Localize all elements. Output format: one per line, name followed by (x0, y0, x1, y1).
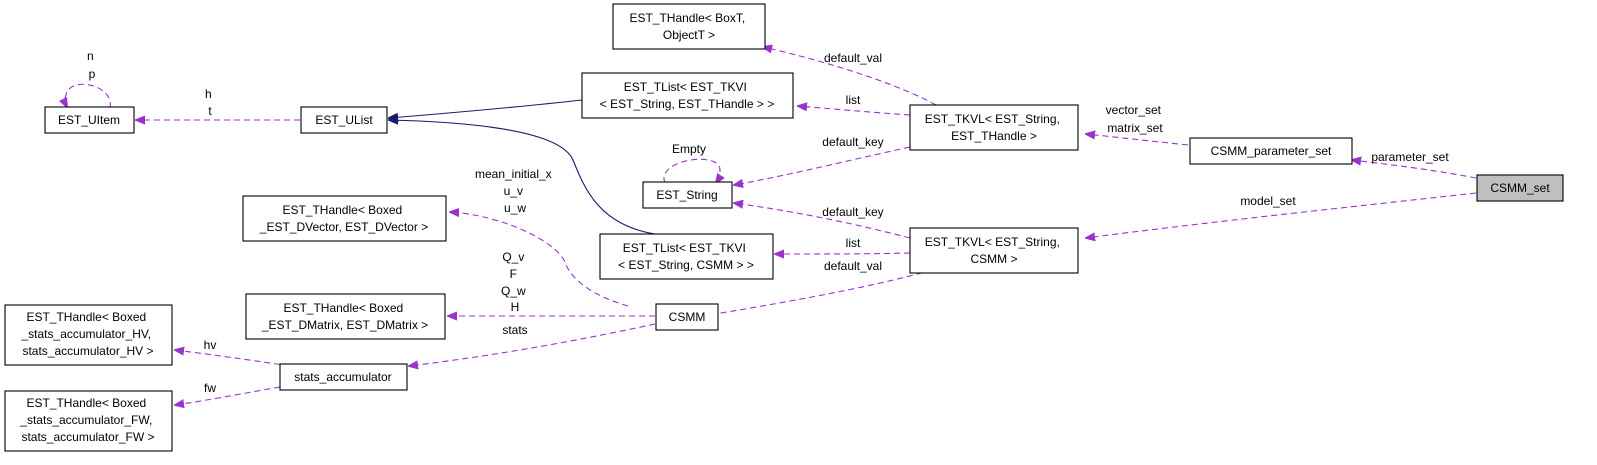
svg-text:EST_TKVL< EST_String,: EST_TKVL< EST_String, EST_THandle > (925, 112, 1063, 143)
svg-text:CSMM_set: CSMM_set (1490, 181, 1550, 195)
nodes: CSMM_set CSMM_parameter_set EST_TKVL< ES… (4, 3, 1564, 452)
edge-uitem-self (65, 83, 111, 108)
edge-label-qv-f-qw-h: Q_v F Q_w H (501, 250, 529, 314)
node-stats-accumulator[interactable]: stats_accumulator (279, 363, 408, 391)
edge-stats-fw (175, 386, 281, 405)
svg-text:EST_TList< EST_TKVI <: EST_TList< EST_TKVI < EST_String, EST_TH… (600, 80, 774, 111)
edge-label-model-set: model_set (1240, 194, 1296, 208)
node-thandle-dvector[interactable]: EST_THandle< Boxed _EST_DVector, EST_DVe… (242, 195, 447, 242)
edge-label-uitem-np: n p (87, 49, 97, 81)
edges (65, 47, 1477, 405)
svg-text:EST_THandle< Boxed _ES: EST_THandle< Boxed _EST_DMatrix, EST_DMa… (261, 301, 428, 332)
edge-inherit-tlist-csmm (389, 120, 656, 235)
node-est-uitem[interactable]: EST_UItem (44, 106, 135, 134)
svg-text:EST_String: EST_String (656, 188, 717, 202)
node-est-string[interactable]: EST_String (642, 181, 733, 209)
edge-default-val-bottom (709, 269, 933, 315)
svg-text:CSMM_parameter_set: CSMM_parameter_set (1211, 144, 1332, 158)
svg-text:stats_accumulator: stats_accumulator (294, 370, 391, 384)
edge-parameter-set (1352, 160, 1477, 179)
edge-label-default-val-bottom: default_val (824, 259, 882, 273)
svg-text:CSMM: CSMM (669, 310, 706, 324)
svg-text:EST_THandle< Boxed _st: EST_THandle< Boxed _stats_accumulator_HV… (21, 310, 155, 358)
edge-csmm-dvector (450, 212, 629, 307)
svg-text:EST_UItem: EST_UItem (58, 113, 120, 127)
svg-text:EST_THandle< BoxT, Obj: EST_THandle< BoxT, ObjectT > (629, 11, 748, 42)
edge-label-vector-matrix-set: vector_set matrix_set (1106, 103, 1165, 135)
edge-label-hv: hv (204, 338, 217, 352)
svg-text:EST_THandle< Boxed _st: EST_THandle< Boxed _stats_accumulator_FW… (19, 396, 155, 444)
edge-default-val-top (763, 47, 937, 106)
edge-label-default-key-top: default_key (822, 135, 883, 149)
svg-text:EST_THandle< Boxed _ES: EST_THandle< Boxed _EST_DVector, EST_DVe… (259, 203, 428, 234)
edge-label-list-bottom: list (846, 236, 861, 250)
edge-label-default-key-bottom: default_key (822, 205, 883, 219)
edge-list-bottom (775, 253, 911, 254)
edge-default-key-bottom (734, 203, 911, 239)
node-thandle-dmatrix[interactable]: EST_THandle< Boxed _EST_DMatrix, EST_DMa… (245, 293, 446, 340)
node-est-ulist[interactable]: EST_UList (300, 106, 388, 134)
edge-vector-matrix-set (1086, 134, 1189, 146)
edge-label-default-val-top: default_val (824, 51, 882, 65)
svg-text:EST_UList: EST_UList (315, 113, 373, 127)
edge-csmm-stats (409, 323, 656, 366)
node-tkvl-string-csmm[interactable]: EST_TKVL< EST_String, CSMM > (909, 227, 1079, 274)
node-csmm-set[interactable]: CSMM_set (1476, 174, 1564, 202)
edge-inherit-tlist-thandle (389, 99, 583, 118)
edge-label-empty: Empty (672, 142, 706, 156)
edge-stats-hv (175, 350, 291, 367)
edge-label-uitem-ht: h t (205, 87, 215, 118)
edge-list-top (798, 106, 911, 116)
edge-label-mean-uv-uw: mean_initial_x u_v u_w (475, 167, 555, 215)
svg-text:EST_TKVL< EST_String,: EST_TKVL< EST_String, CSMM > (925, 235, 1063, 266)
edge-empty-self (663, 158, 720, 183)
node-csmm[interactable]: CSMM (655, 303, 719, 331)
node-tlist-tkvi-string-thandle[interactable]: EST_TList< EST_TKVI < EST_String, EST_TH… (581, 72, 794, 119)
edge-label-list-top: list (846, 93, 861, 107)
node-csmm-parameter-set[interactable]: CSMM_parameter_set (1189, 137, 1353, 165)
node-thandle-stats-hv[interactable]: EST_THandle< Boxed _stats_accumulator_HV… (4, 304, 173, 366)
node-tlist-tkvi-string-csmm[interactable]: EST_TList< EST_TKVI < EST_String, CSMM >… (599, 233, 774, 280)
edge-label-parameter-set: parameter_set (1371, 150, 1449, 164)
edge-default-key-top (734, 146, 911, 185)
node-thandle-stats-fw[interactable]: EST_THandle< Boxed _stats_accumulator_FW… (4, 390, 173, 452)
edge-label-stats: stats (502, 323, 527, 337)
node-tkvl-string-thandle[interactable]: EST_TKVL< EST_String, EST_THandle > (909, 104, 1079, 151)
edge-model-set (1086, 192, 1477, 238)
edge-label-fw: fw (204, 381, 216, 395)
edge-labels: default_val list vector_set matrix_set p… (87, 49, 1449, 395)
svg-text:EST_TList< EST_TKVI <: EST_TList< EST_TKVI < EST_String, CSMM >… (618, 241, 754, 272)
node-thandle-boxt-objectt[interactable]: EST_THandle< BoxT, ObjectT > (612, 3, 766, 50)
